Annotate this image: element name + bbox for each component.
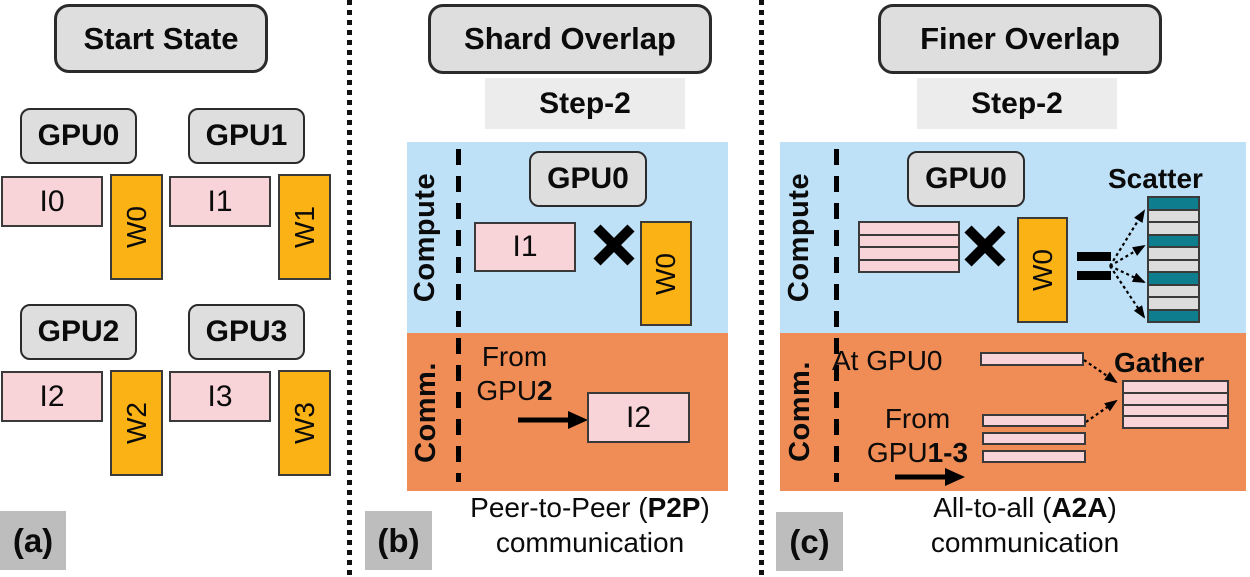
- panel-b-timeline-dashed-line: [456, 149, 461, 482]
- panel-b-caption: Peer-to-Peer (P2P) communication: [470, 492, 710, 558]
- input-box-i3: I3: [169, 371, 271, 422]
- gather-label: Gather: [1114, 347, 1205, 378]
- scatter-arrows-icon: [1109, 209, 1146, 319]
- panel-b-recv-input-i2: I2: [587, 392, 690, 443]
- transfer-arrow-icon: [518, 411, 588, 429]
- weight-box-w1: W1: [278, 174, 331, 280]
- gpu2-pill: GPU2: [20, 304, 137, 360]
- scatter-label: Scatter: [1108, 163, 1203, 194]
- panel-c-compute-label: Compute: [783, 172, 816, 302]
- input-box-i2: I2: [1, 371, 103, 422]
- multiply-icon: [964, 225, 1006, 267]
- weight-box-w0: W0: [110, 174, 163, 280]
- panel-c-from-text: From GPU1-3: [866, 403, 969, 468]
- equals-icon: [1077, 252, 1111, 280]
- panel-b-step-banner: Step-2: [485, 78, 685, 129]
- input-box-i1: I1: [169, 176, 271, 227]
- panel-c-gpu0-pill: GPU0: [907, 151, 1025, 207]
- weight-box-w2: W2: [110, 370, 163, 476]
- panel-b-input-i1: I1: [474, 222, 576, 272]
- panel-separator-dotted: [347, 0, 352, 577]
- input-shard-bar: [858, 258, 960, 273]
- input-box-i0: I0: [1, 176, 103, 227]
- panel-c-timeline-dashed-line: [834, 149, 839, 482]
- weight-box-w3: W3: [278, 370, 331, 476]
- panel-a-title-text: Start State: [83, 20, 239, 56]
- panel-c-weight-w0: W0: [1017, 217, 1068, 323]
- from-shard-bar: [982, 432, 1086, 445]
- scatter-output-stack: [1147, 196, 1200, 323]
- panel-c-label: (c): [776, 512, 843, 571]
- panel-b-weight-w0: W0: [640, 221, 692, 326]
- input-shard-stack: [858, 221, 960, 273]
- panel-c-step-banner: Step-2: [917, 78, 1117, 129]
- panel-b-from-text: From GPU2: [476, 341, 553, 406]
- panel-b-title: Shard Overlap: [428, 4, 712, 74]
- transfer-arrow-icon: [895, 468, 965, 486]
- panel-b-compute-label: Compute: [409, 172, 442, 302]
- from-shard-bar: [982, 450, 1086, 463]
- panel-b-comm-label: Comm.: [409, 362, 442, 463]
- at-gpu0-text: At GPU0: [832, 345, 943, 376]
- panel-b-label: (b): [365, 511, 432, 570]
- at-gpu0-shard-bar: [980, 352, 1084, 366]
- scatter-output-bar-teal: [1147, 308, 1200, 323]
- panel-a-label: (a): [0, 511, 66, 570]
- from-shard-bar: [982, 414, 1086, 427]
- panel-c-comm-label: Comm.: [783, 360, 816, 462]
- multiply-icon: [593, 224, 635, 266]
- panel-c-title: Finer Overlap: [878, 4, 1162, 74]
- panel-c-caption: All-to-all (A2A) communication: [930, 492, 1120, 558]
- gather-arrows-icon: [1083, 359, 1118, 423]
- gather-stack: [1122, 380, 1229, 429]
- panel-a-title: Start State: [54, 4, 268, 73]
- gpu0-pill: GPU0: [20, 108, 137, 164]
- panel-b-gpu0-pill: GPU0: [529, 151, 647, 207]
- gpu1-pill: GPU1: [188, 108, 305, 164]
- panel-separator-dotted: [759, 0, 764, 577]
- gather-bar: [1122, 415, 1229, 429]
- gpu3-pill: GPU3: [188, 304, 305, 360]
